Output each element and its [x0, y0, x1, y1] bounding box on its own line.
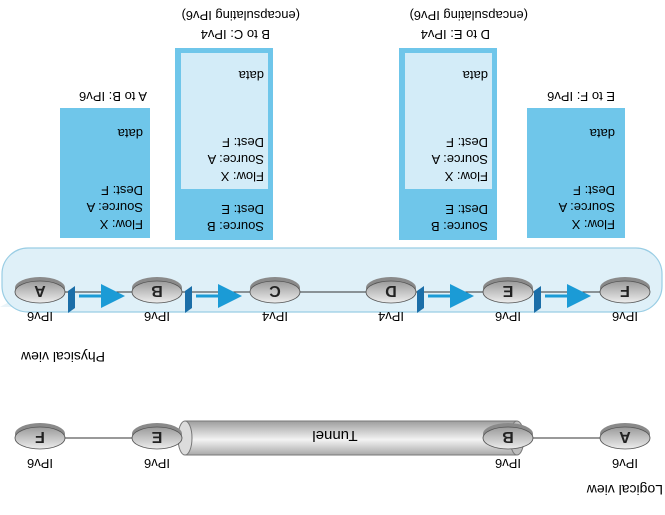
logical-router-b-proto: IPv6 [495, 456, 521, 471]
packet-de-outer-source: Source: B [431, 219, 488, 234]
packet-glyph-ab [68, 286, 75, 313]
physical-view-label: Physical view [20, 349, 105, 365]
router-f-proto: IPv6 [612, 309, 638, 324]
router-b: B [131, 277, 183, 304]
router-letter: C [269, 282, 281, 299]
router-d: D [365, 277, 417, 304]
packet-bc-caption: B to C: IPv4 [201, 27, 270, 42]
router-c-proto: IPv4 [262, 309, 288, 324]
logical-router-e: E [131, 423, 183, 450]
packet-bc: Source: B Dest: E Flow: X Source: A Dest… [175, 8, 300, 240]
logical-router-f-proto: IPv6 [27, 456, 53, 471]
router-d-proto: IPv4 [378, 309, 404, 324]
packet-glyph-bc [185, 286, 192, 313]
router-f: F [599, 277, 651, 304]
packet-bc-data: data [238, 68, 264, 83]
router-a-proto: IPv6 [27, 309, 53, 324]
packet-ab-flow: Flow: X [99, 217, 143, 232]
packet-de-source: Source: A [431, 152, 488, 167]
packet-ef-caption: E to F: IPv6 [547, 89, 615, 104]
logical-router-e-proto: IPv6 [144, 456, 170, 471]
packet-de-caption: D to E: IPv4 [421, 27, 490, 42]
packet-ab-caption: A to B: IPv6 [79, 89, 147, 104]
router-letter: B [502, 428, 514, 445]
logical-router-a-proto: IPv6 [612, 456, 638, 471]
packet-bc-outer-source: Source: B [207, 219, 264, 234]
packet-glyph-ef [534, 286, 541, 313]
packet-de-subcaption: (encapsulating IPv6) [409, 8, 528, 23]
packet-bc-source: Source: A [207, 152, 264, 167]
router-letter: E [502, 282, 513, 299]
router-letter: F [620, 282, 630, 299]
packet-de-dest: Dest: F [446, 135, 488, 150]
packet-ab-source: Source: A [86, 200, 143, 215]
packet-ef-dest: Dest: F [573, 183, 615, 198]
router-letter: F [35, 428, 45, 445]
packet-bc-dest: Dest: F [222, 135, 264, 150]
router-a: A [14, 277, 66, 304]
tunnel-label: Tunnel [312, 427, 357, 444]
packet-de-outer-dest: Dest: E [445, 202, 488, 217]
packet-bc-outer-dest: Dest: E [221, 202, 264, 217]
logical-router-a: A [599, 423, 651, 450]
router-letter: A [34, 282, 46, 299]
router-letter: A [619, 428, 631, 445]
packet-ab-data: data [117, 126, 143, 141]
packet-ef: Flow: X Source: A Dest: F data E to F: I… [527, 89, 625, 238]
packet-bc-flow: Flow: X [220, 169, 264, 184]
packet-de-data: data [462, 68, 488, 83]
packet-ef-data: data [589, 126, 615, 141]
logical-view-label: Logical view [586, 482, 663, 498]
router-e-proto: IPv6 [495, 309, 521, 324]
packet-bc-subcaption: (encapsulating IPv6) [181, 8, 300, 23]
router-letter: B [151, 282, 163, 299]
router-b-proto: IPv6 [144, 309, 170, 324]
router-letter: D [385, 282, 397, 299]
logical-view: Logical view Tunnel A IPv6 B IPv6 E IPv6 [14, 420, 663, 498]
packet-ef-source: Source: A [558, 200, 615, 215]
packet-de-flow: Flow: X [444, 169, 488, 184]
physical-band [1, 247, 663, 313]
packet-ab: Flow: X Source: A Dest: F data A to B: I… [60, 89, 150, 238]
packet-glyph-de [417, 286, 424, 313]
tunnel: Tunnel [177, 420, 525, 456]
router-letter: E [151, 428, 162, 445]
router-c: C [249, 277, 301, 304]
physical-view: Physical view A IPv6 B IPv6 [0, 8, 663, 365]
packet-de: Source: B Dest: E Flow: X Source: A Dest… [399, 8, 528, 240]
packet-ab-dest: Dest: F [101, 183, 143, 198]
router-e: E [482, 277, 534, 304]
logical-router-f: F [14, 423, 66, 450]
logical-router-b: B [482, 423, 534, 450]
packet-ef-flow: Flow: X [571, 217, 615, 232]
